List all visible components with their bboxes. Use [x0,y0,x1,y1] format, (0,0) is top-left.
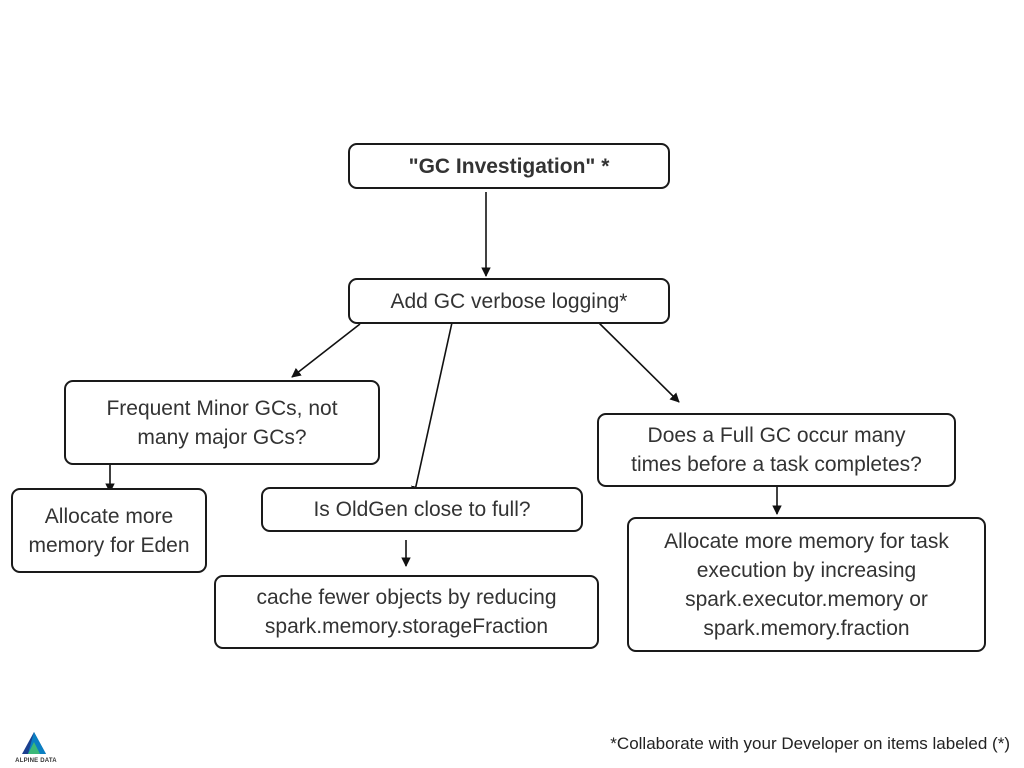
alpine-data-logo: ALPINE DATA [4,730,64,766]
oldgen-full-node: Is OldGen close to full? [261,487,583,532]
allocate-eden-node: Allocate more memory for Eden [11,488,207,573]
frequent-minor-gcs-node: Frequent Minor GCs, not many major GCs? [64,380,380,465]
arrow-logging-to-fullgc [595,319,680,403]
arrow-logging-to-oldgen [411,317,454,496]
allocate-task-memory-node: Allocate more memory for task execution … [627,517,986,652]
arrow-logging-to-minor [291,323,361,378]
alpine-data-logo-icon [22,732,46,754]
cache-fewer-objects-node: cache fewer objects by reducing spark.me… [214,575,599,649]
full-gc-node: Does a Full GC occur many times before a… [597,413,956,487]
gc-verbose-logging-node: Add GC verbose logging* [348,278,670,324]
logo-text: ALPINE DATA [15,758,57,764]
collaboration-footnote: *Collaborate with your Developer on item… [610,734,1010,753]
gc-investigation-node: "GC Investigation" * [348,143,670,189]
